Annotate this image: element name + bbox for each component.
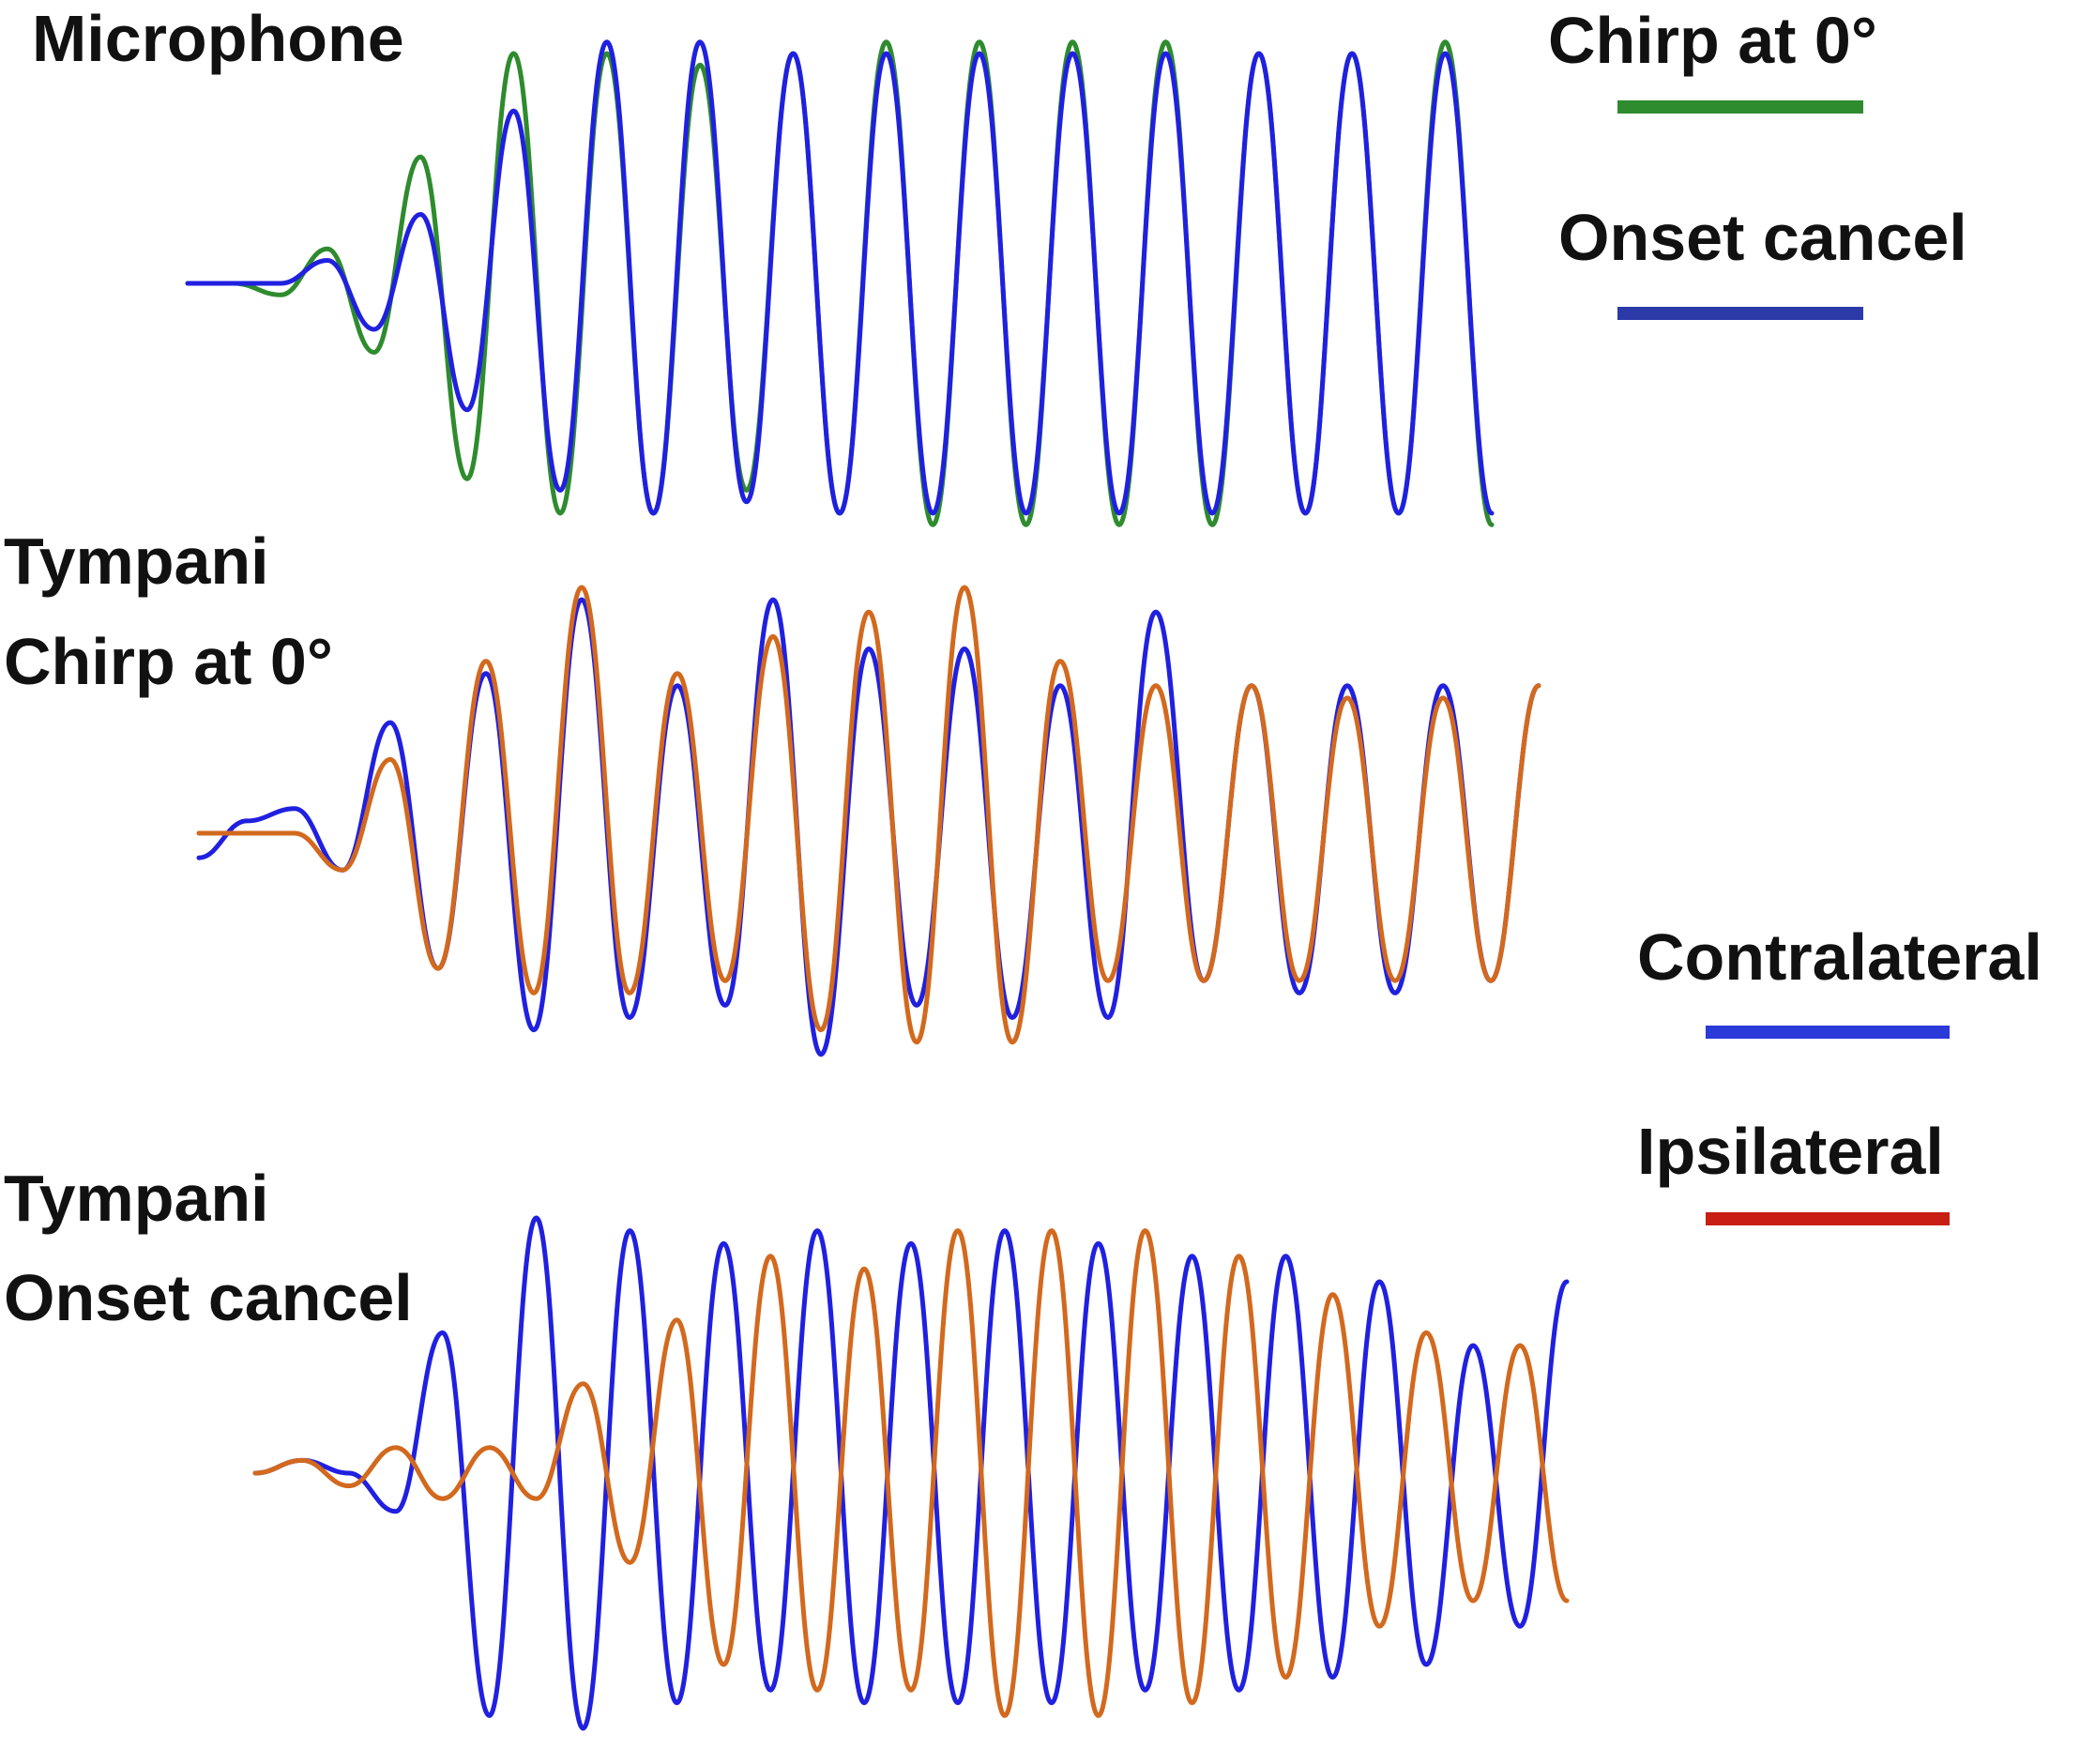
series-line-microphone-onset-cancel	[185, 39, 1495, 516]
panel3-label-line1: Tympani	[4, 1162, 269, 1235]
series-line-tympani-chirp-contralateral	[196, 597, 1541, 1057]
legend-label-contralateral: Contralateral	[1637, 920, 2042, 994]
panel-tympani-onset	[252, 1215, 1570, 1731]
legend-label-onset: Onset cancel	[1558, 201, 1967, 274]
panel-tympani-chirp	[196, 585, 1541, 1057]
legend-label-ipsilateral: Ipsilateral	[1637, 1115, 1944, 1188]
series-line-tympani-onset-ipsilateral	[252, 1228, 1570, 1718]
series-line-tympani-onset-contralateral	[252, 1215, 1570, 1731]
legend-swatch-chirp	[1617, 100, 1863, 114]
legend-swatch-contralateral	[1706, 1026, 1950, 1039]
panel-microphone	[185, 39, 1495, 527]
series-line-tympani-chirp-ipsilateral	[196, 585, 1541, 1045]
panel2-label-line2: Chirp at 0°	[4, 625, 333, 698]
legend-swatch-onset	[1617, 307, 1863, 320]
panel3-label-line2: Onset cancel	[4, 1261, 413, 1334]
panel2-label-line1: Tympani	[4, 525, 269, 598]
legend-swatch-ipsilateral	[1706, 1212, 1950, 1225]
legend-label-chirp: Chirp at 0°	[1548, 4, 1877, 77]
series-line-microphone-chirp-at-0	[185, 39, 1495, 527]
panel1-label-line1: Microphone	[32, 2, 404, 75]
